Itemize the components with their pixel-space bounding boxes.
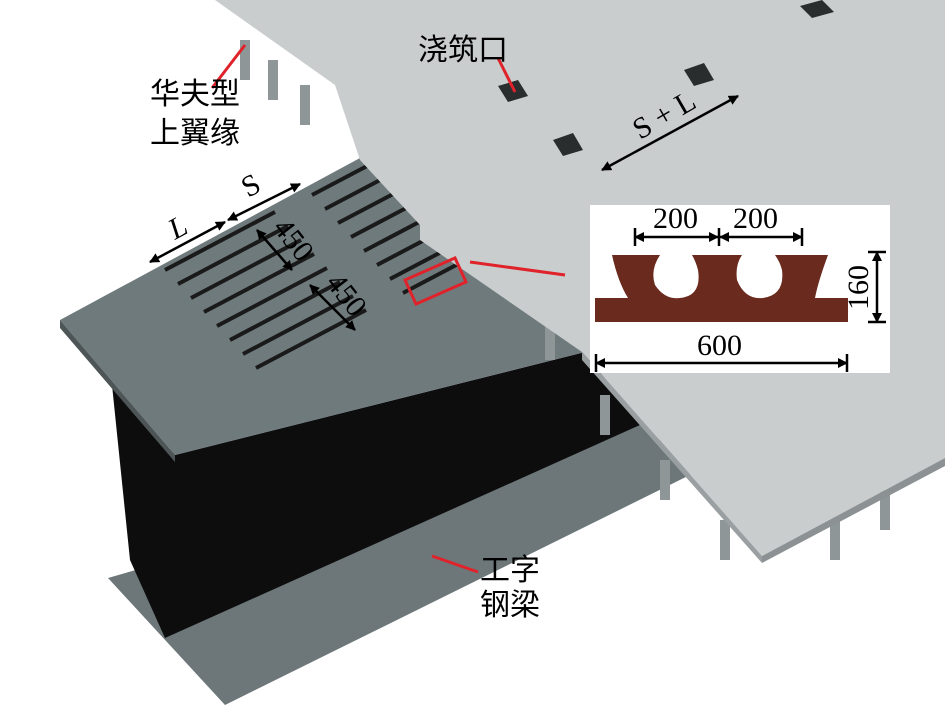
dim-l-arrow [149,220,226,264]
dim-450-1-arrow [256,229,293,271]
plate-rib [880,490,890,530]
plate-right-edge [762,458,945,563]
pour-hole [553,133,583,156]
label-upper-flange-1: 华夫型 [150,78,240,111]
dim-s: S [236,167,266,204]
leader-beam [431,554,479,574]
plate-front-edge [582,352,762,563]
dim-450-2-arrow [309,284,356,331]
label-beam-2: 钢梁 [480,589,540,622]
rib-profile-inset: 200 200 160 600 [590,202,890,373]
plate-rib [545,320,555,360]
inset-200-1: 200 [653,202,698,235]
inset-600: 600 [697,329,742,362]
leader-inset [469,260,566,277]
inset-200-2: 200 [733,202,778,235]
dim-s-arrow [227,182,301,222]
beam-bottom-flange [108,425,700,705]
highlight-box [403,256,468,306]
beam-flange-edge [60,320,175,462]
pour-hole [800,0,834,18]
plate-rib [720,520,730,560]
leader-upper-flange [210,44,247,89]
shear-slot [216,266,328,328]
pour-hole [684,63,714,86]
plate-rib [300,85,310,125]
plate-rib [268,60,278,100]
shear-slot [203,252,315,314]
dim-s-plus-l-arrow [601,94,739,172]
plate-rib [830,520,840,560]
plate-rib [240,40,250,80]
plate-rib [660,460,670,500]
rib-profile-shape [595,255,848,322]
leader-lines [210,44,566,574]
label-pour-hole: 浇筑口 [418,34,508,67]
plate-rib [600,395,610,435]
label-upper-flange-2: 上翼缘 [150,117,240,150]
waffle-upper-plate [215,0,945,556]
inset-160: 160 [842,265,875,310]
beam-web [112,352,640,638]
leader-pour-hole [496,57,517,93]
label-beam-1: 工字 [480,554,540,587]
plate-ribs [240,40,890,560]
